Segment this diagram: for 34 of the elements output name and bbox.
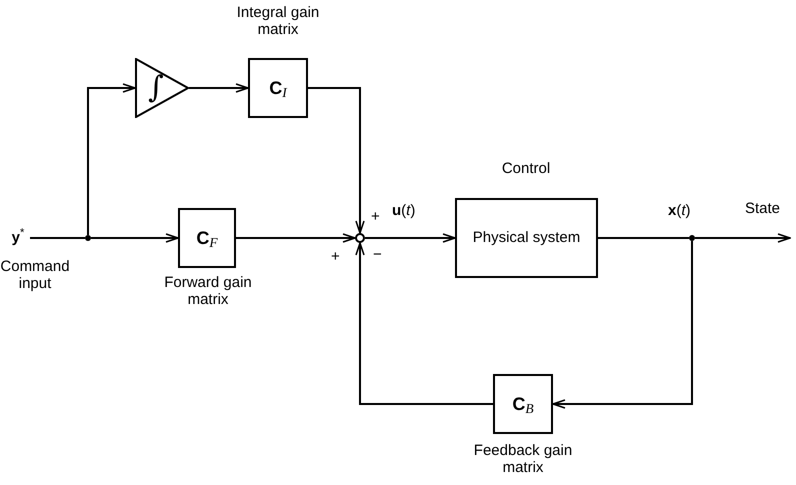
- block-caption: Integral gain matrix: [236, 4, 320, 38]
- block-label: C$_{B}$: [512, 392, 534, 416]
- block-caption: Command input: [0, 258, 70, 292]
- signal-name: y$^{*}$: [12, 228, 24, 248]
- integral-symbol: ∫: [148, 69, 164, 107]
- block-label: Physical system: [472, 228, 580, 248]
- gain-block: [248, 58, 308, 118]
- summing-junction: [355, 233, 365, 243]
- arrow: [552, 241, 693, 409]
- arrow: [365, 233, 456, 243]
- integrator-block: [135, 58, 189, 118]
- block-caption: Forward gain matrix: [163, 274, 253, 308]
- arrow: [189, 83, 249, 93]
- signal-label: x(t): [666, 202, 693, 221]
- block-label: C$_{I}$: [269, 76, 287, 100]
- arrow: [87, 83, 136, 235]
- arrow: [695, 233, 791, 243]
- arrow: [308, 87, 365, 234]
- arrow: [91, 233, 179, 243]
- output-label: State: [745, 200, 780, 219]
- gain-block: [455, 198, 598, 278]
- gain-block: [493, 374, 553, 434]
- signal-label: u(t): [390, 202, 418, 221]
- block-caption: Feedback gain matrix: [472, 442, 574, 476]
- connector-line: [598, 237, 689, 239]
- sign-label: +: [331, 248, 340, 267]
- sign-label: +: [371, 208, 380, 227]
- block-caption: Control: [500, 160, 552, 177]
- sign-label: −: [373, 246, 382, 265]
- arrow: [236, 233, 356, 243]
- block-label: C$_{F}$: [196, 226, 218, 250]
- arrow: [355, 242, 493, 405]
- gain-block: [178, 208, 236, 268]
- connector-line: [30, 237, 85, 239]
